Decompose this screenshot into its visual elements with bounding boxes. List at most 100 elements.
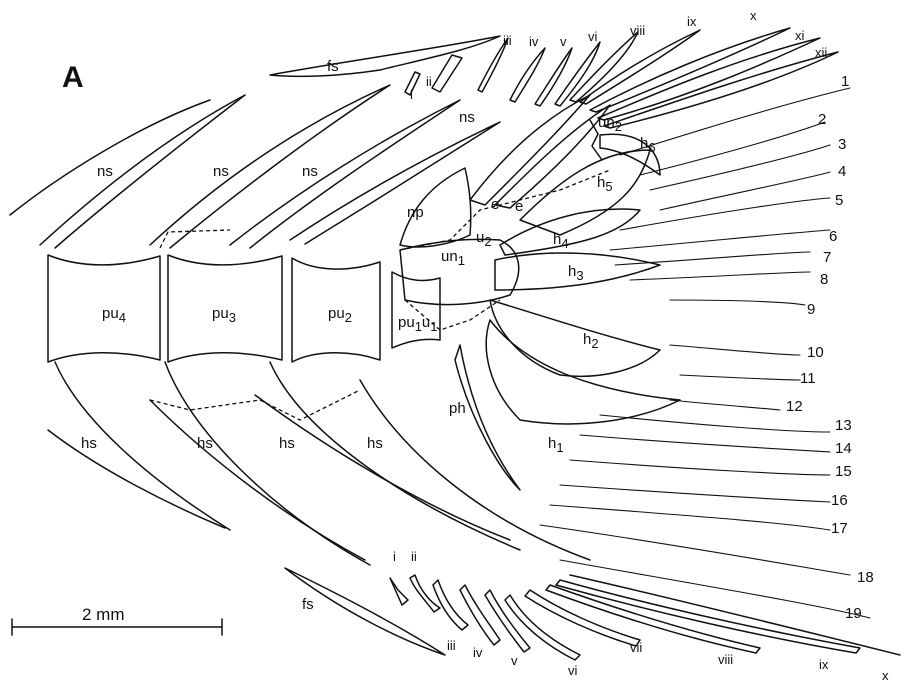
- neural-spine-pu4-rear: [9, 99, 211, 216]
- principal-rays-ventral-lobe: [539, 344, 871, 619]
- principal-ray-label-19: 19: [845, 605, 862, 622]
- principal-ray-label-9: 9: [807, 301, 815, 318]
- dorsal-ray-label-iii: iii: [503, 33, 512, 48]
- haemal-spine-pu2: [269, 361, 521, 551]
- label-ns-4: ns: [459, 109, 475, 126]
- hypural-1: [485, 319, 681, 425]
- label-fs-upper: fs: [327, 58, 339, 75]
- procurrent-ray-v-dorsal: [534, 47, 573, 107]
- ventral-ray-label-ii: ii: [411, 549, 417, 564]
- procurrent-ray-ix-dorsal: [579, 29, 701, 105]
- principal-ray-label-12: 12: [786, 398, 803, 415]
- principal-ray-label-13: 13: [835, 417, 852, 434]
- hypural-4: [499, 208, 641, 256]
- haemal-spine-pu1: [359, 379, 591, 561]
- label-un1: un1: [441, 248, 465, 268]
- procurrent-ray-iii-ventral: [432, 579, 469, 631]
- label-pu4: pu4: [102, 305, 126, 325]
- procurrent-ray-v-ventral: [484, 589, 531, 653]
- procurrent-ray-vi-dorsal: [554, 41, 601, 107]
- principal-ray-label-10: 10: [807, 344, 824, 361]
- parhypural: [454, 344, 521, 491]
- label-h2: h2: [583, 331, 599, 351]
- label-un2: un2: [598, 114, 622, 134]
- dorsal-ray-label-viii: viii: [630, 23, 645, 38]
- ventral-ray-label-x: x: [882, 668, 889, 683]
- preural-centrum-3: [167, 254, 283, 363]
- uroneural-2: [589, 119, 603, 161]
- principal-ray-label-18: 18: [857, 569, 874, 586]
- principal-ray-label-8: 8: [820, 271, 828, 288]
- scale-bar: [11, 618, 223, 636]
- procurrent-ray-x-ventral: [569, 574, 901, 656]
- uroneural-1: [399, 238, 520, 306]
- procurrent-ray-vii-ventral: [524, 589, 641, 647]
- procurrent-ray-ii-dorsal: [431, 54, 463, 93]
- label-ns-1: ns: [97, 163, 113, 180]
- dorsal-ray-label-iv: iv: [529, 34, 539, 49]
- hypural-3: [494, 252, 661, 291]
- ventral-ray-label-iv: iv: [473, 645, 483, 660]
- label-h6: h6: [640, 135, 656, 155]
- procurrent-ray-ix-ventral: [555, 579, 861, 654]
- label-h5: h5: [597, 174, 613, 194]
- procurrent-ray-ii-ventral: [409, 574, 441, 613]
- dorsal-ray-label-vi: vi: [588, 29, 598, 44]
- label-h4: h4: [553, 231, 569, 251]
- ventral-ray-label-ix: ix: [819, 657, 829, 672]
- cartilage-outline-mid: [399, 169, 611, 251]
- principal-ray-label-1: 1: [841, 73, 849, 90]
- label-fs-lower: fs: [302, 596, 314, 613]
- procurrent-ray-iv-dorsal: [509, 47, 546, 103]
- cartilage-outline-ural: [404, 299, 501, 331]
- principal-ray-label-11: 11: [800, 370, 816, 387]
- preural-centrum-2: [291, 257, 381, 363]
- preural-centrum-1-ural-1: [391, 271, 441, 349]
- label-ph: ph: [449, 400, 466, 417]
- cartilage-outline-upper: [159, 229, 231, 249]
- principal-ray-label-2: 2: [818, 111, 826, 128]
- ventral-ray-label-i: i: [393, 549, 396, 564]
- procurrent-ray-xi-dorsal: [597, 37, 821, 121]
- epural-1: [469, 94, 591, 206]
- principal-ray-label-16: 16: [831, 492, 848, 509]
- procurrent-ray-xii-dorsal: [603, 51, 839, 129]
- principal-ray-label-4: 4: [838, 163, 846, 180]
- principal-rays-dorsal-lobe: [609, 87, 851, 306]
- label-hs-4: hs: [367, 435, 383, 452]
- preural-centrum-4: [47, 254, 161, 363]
- label-np: np: [407, 204, 424, 221]
- label-ns-3: ns: [302, 163, 318, 180]
- ventral-ray-label-vi: vi: [568, 663, 578, 678]
- haemal-spine-pu4: [54, 361, 231, 531]
- dorsal-ray-label-i: i: [410, 87, 413, 102]
- label-hs-1: hs: [81, 435, 97, 452]
- label-h1: h1: [548, 435, 564, 455]
- dorsal-ray-label-ii: ii: [426, 74, 432, 89]
- haemal-spine-pu3-rear: [149, 399, 366, 561]
- procurrent-ray-i-dorsal: [404, 71, 421, 96]
- label-e-2: e: [515, 198, 523, 215]
- label-pu2: pu2: [328, 305, 352, 325]
- dorsal-ray-label-ix: ix: [687, 14, 697, 29]
- procurrent-ray-viii-ventral: [545, 584, 761, 654]
- neural-spine-pu2: [229, 99, 461, 249]
- label-u2: u2: [476, 229, 492, 249]
- label-ns-2: ns: [213, 163, 229, 180]
- procurrent-ray-vi-ventral: [504, 594, 581, 661]
- hypural-2: [489, 299, 661, 378]
- procurrent-ray-i-ventral: [389, 577, 409, 606]
- label-h3: h3: [568, 263, 584, 283]
- haemal-spine-pu3: [164, 361, 371, 566]
- scale-bar-label: 2 mm: [82, 605, 125, 624]
- principal-ray-label-14: 14: [835, 440, 852, 457]
- label-pu1-u1: pu1u1: [398, 314, 438, 334]
- principal-ray-label-3: 3: [838, 136, 846, 153]
- ventral-ray-label-v: v: [511, 653, 518, 668]
- epural-2: [494, 104, 611, 209]
- panel-letter: A: [62, 61, 84, 94]
- hypural-6: [599, 133, 661, 176]
- ventral-ray-label-iii: iii: [447, 638, 456, 653]
- principal-ray-label-6: 6: [829, 228, 837, 245]
